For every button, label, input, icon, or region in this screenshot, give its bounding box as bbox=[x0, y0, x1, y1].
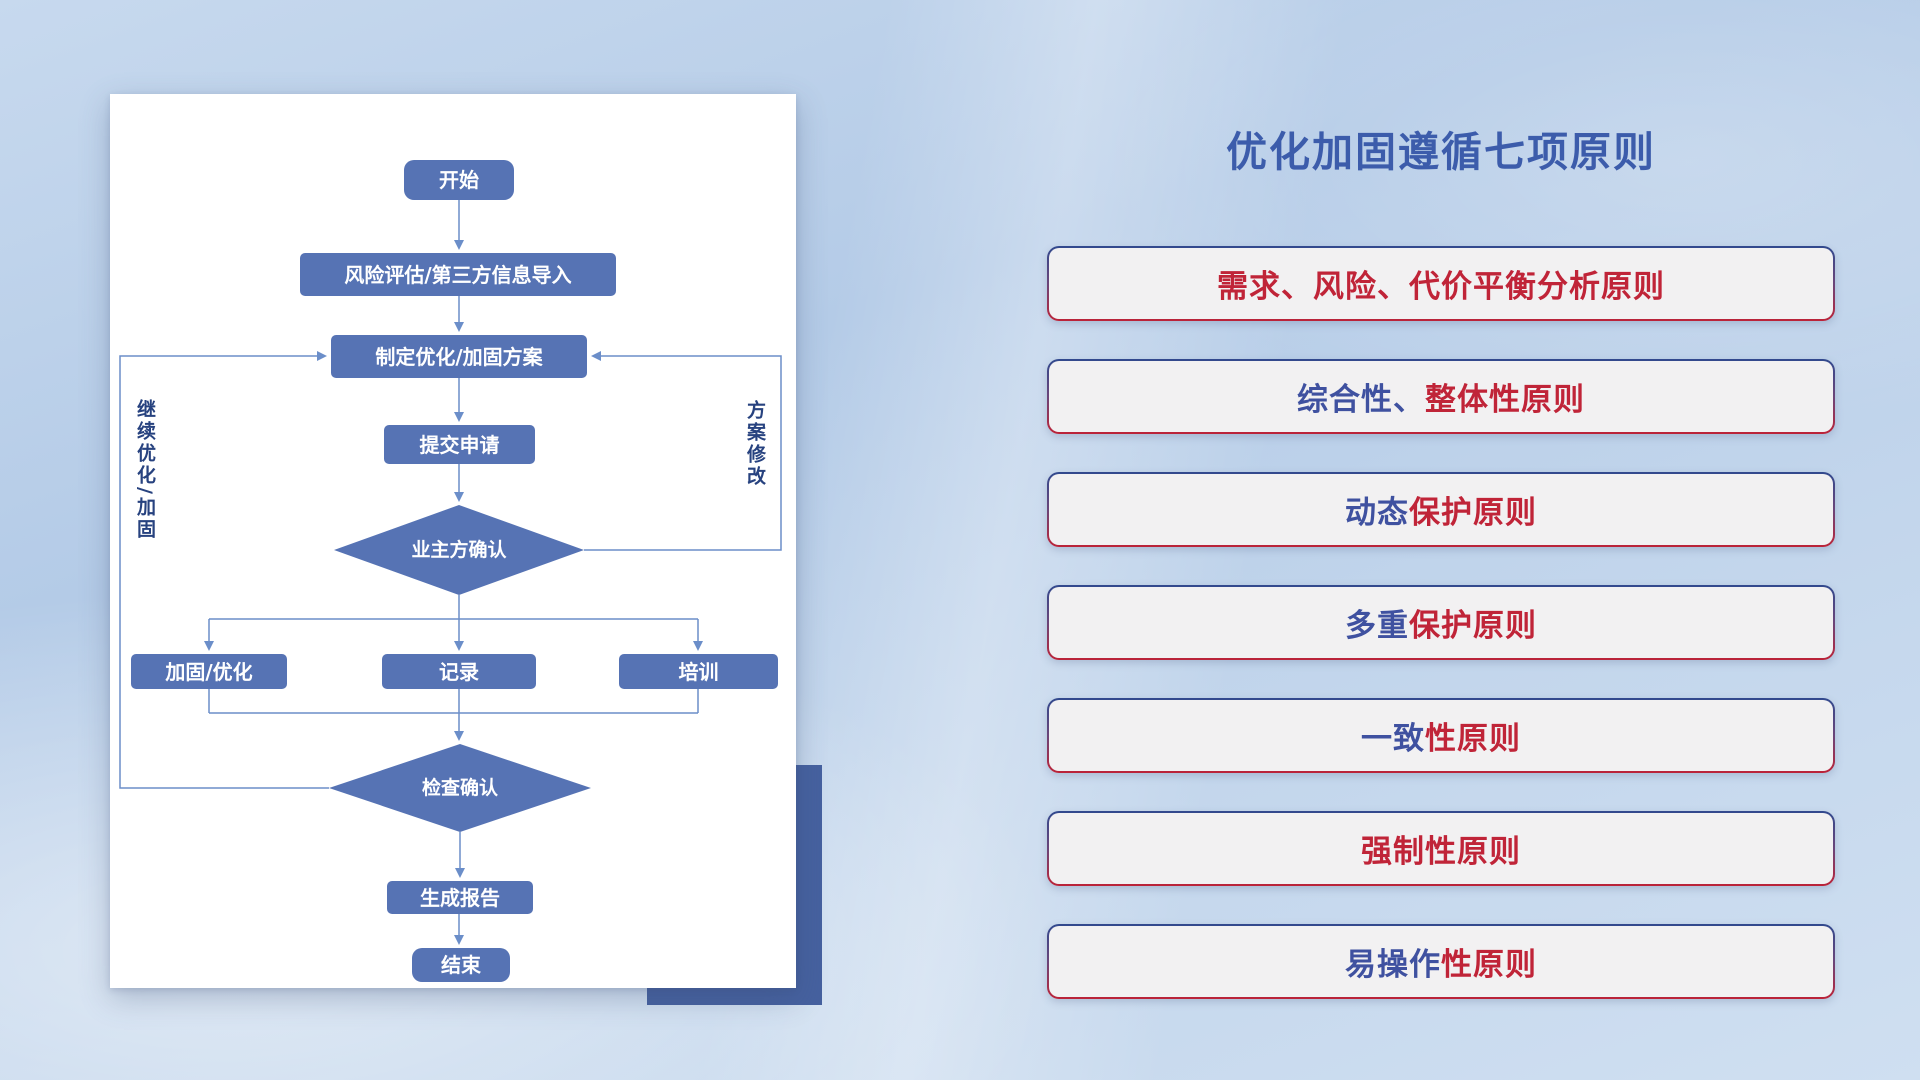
principle-text: 强制性原则 bbox=[1049, 813, 1833, 884]
principle-text: 需求、风险、代价平衡分析原则 bbox=[1049, 248, 1833, 319]
principle-text-tail: 需求、风险、代价平衡分析原则 bbox=[1217, 269, 1665, 305]
principle-card-6: 强制性原则 bbox=[1047, 811, 1835, 886]
principle-text-head: 易操作 bbox=[1345, 947, 1441, 983]
flow-node-risk-import: 风险评估/第三方信息导入 bbox=[300, 253, 616, 296]
principle-card-2: 综合性、整体性原则 bbox=[1047, 359, 1835, 434]
principle-text: 动态保护原则 bbox=[1049, 474, 1833, 545]
principle-text-head: 综合性、 bbox=[1297, 382, 1425, 418]
flow-node-record: 记录 bbox=[382, 654, 536, 689]
principle-card-5: 一致性原则 bbox=[1047, 698, 1835, 773]
principle-text-tail: 性原则 bbox=[1425, 721, 1521, 757]
loop-label-continue: 继续优化/加固 bbox=[134, 399, 156, 541]
flow-node-end: 结束 bbox=[412, 948, 510, 982]
principle-card-1: 需求、风险、代价平衡分析原则 bbox=[1047, 246, 1835, 321]
flowchart-card: 开始 风险评估/第三方信息导入 制定优化/加固方案 提交申请 业主方确认 加固/… bbox=[110, 94, 796, 988]
flow-node-make-plan: 制定优化/加固方案 bbox=[331, 335, 587, 378]
principle-text-head: 动态 bbox=[1345, 495, 1409, 531]
principle-text: 一致性原则 bbox=[1049, 700, 1833, 771]
principle-text-head: 一致 bbox=[1361, 721, 1425, 757]
principle-text: 易操作性原则 bbox=[1049, 926, 1833, 997]
flow-node-submit: 提交申请 bbox=[384, 425, 535, 464]
principle-text-tail: 整体性原则 bbox=[1425, 382, 1585, 418]
principle-text-tail: 保护原则 bbox=[1409, 608, 1537, 644]
principle-card-4: 多重保护原则 bbox=[1047, 585, 1835, 660]
principle-text-tail: 性原则 bbox=[1441, 947, 1537, 983]
principle-text: 多重保护原则 bbox=[1049, 587, 1833, 658]
flow-node-start: 开始 bbox=[404, 160, 514, 200]
flow-node-reinforce: 加固/优化 bbox=[131, 654, 287, 689]
flow-node-report: 生成报告 bbox=[387, 881, 533, 914]
loop-label-plan-revision: 方案修改 bbox=[744, 400, 766, 488]
principle-text-tail: 强制性原则 bbox=[1361, 834, 1521, 870]
page-title: 优化加固遵循七项原则 bbox=[1226, 128, 1656, 176]
principle-text-tail: 保护原则 bbox=[1409, 495, 1537, 531]
principle-text-head: 多重 bbox=[1345, 608, 1409, 644]
flow-node-training: 培训 bbox=[619, 654, 778, 689]
flowchart-connectors bbox=[119, 200, 782, 945]
principle-text: 综合性、整体性原则 bbox=[1049, 361, 1833, 432]
principle-card-3: 动态保护原则 bbox=[1047, 472, 1835, 547]
principle-card-7: 易操作性原则 bbox=[1047, 924, 1835, 999]
